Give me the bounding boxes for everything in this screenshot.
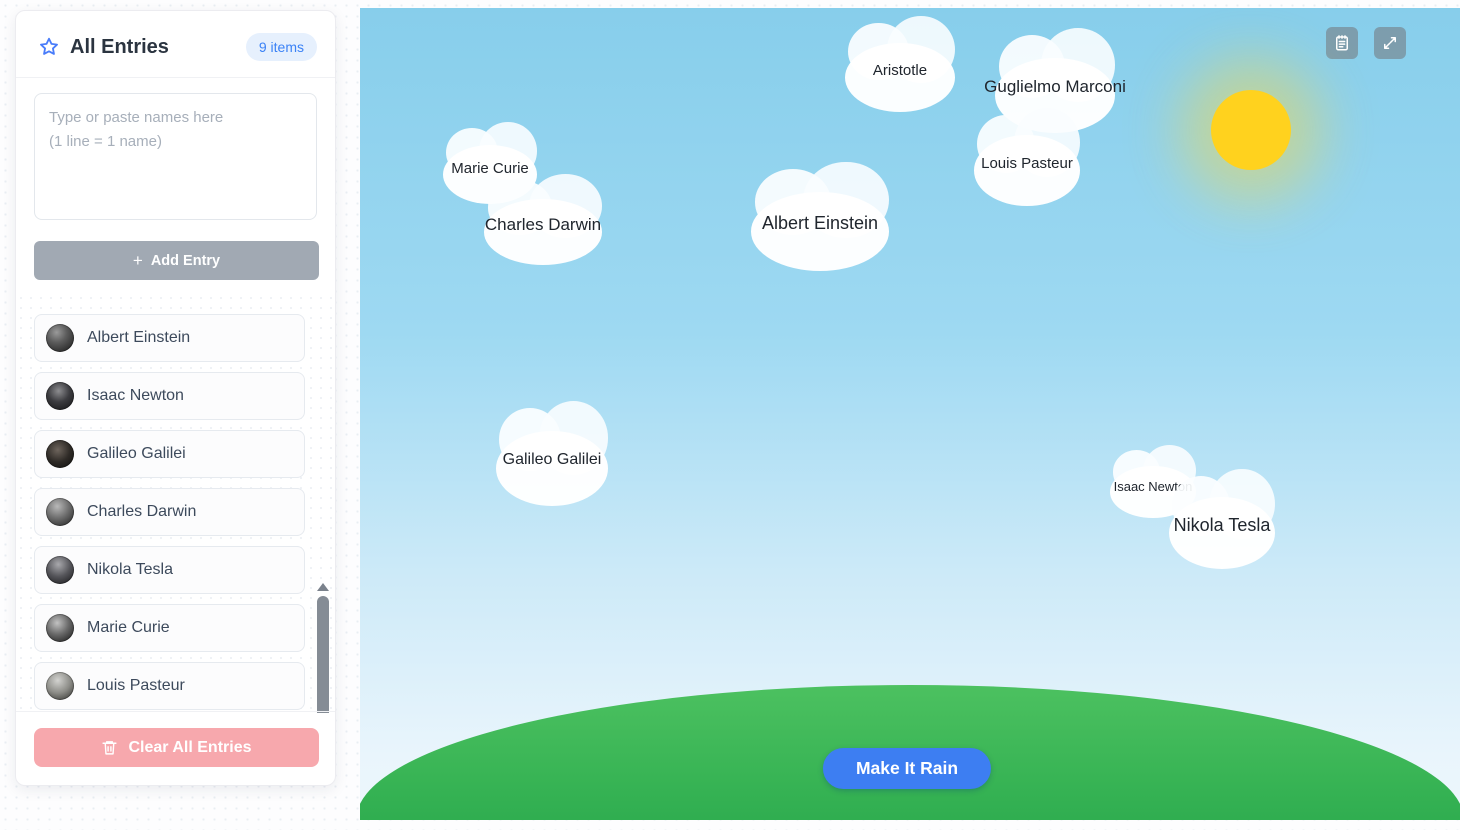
sky-scene: Make It Rain Aristotle Guglielmo Marconi… [360,8,1460,820]
cloud-name: Aristotle [872,61,928,79]
header-divider [16,77,335,78]
entry-name: Isaac Newton [87,387,184,404]
scene-toolbar [1326,27,1406,59]
cloud-puff [751,192,889,271]
clear-all-entries-button[interactable]: Clear All Entries [34,728,319,767]
entry-name: Albert Einstein [87,329,191,346]
expand-icon [1384,37,1396,49]
name-cloud[interactable]: Louis Pasteur [974,107,1080,206]
fullscreen-button[interactable] [1374,27,1406,59]
entry-name: Charles Darwin [87,503,197,520]
entry-avatar [46,440,74,468]
star-icon [38,36,60,58]
names-input[interactable] [34,93,317,220]
entry-avatar [46,556,74,584]
trash-icon [102,741,118,755]
cloud-name: Isaac Newton [1113,478,1193,494]
cloud-name: Marie Curie [451,159,529,177]
entry-name: Marie Curie [87,619,170,636]
name-cloud[interactable]: Albert Einstein [751,161,889,271]
entry-name: Louis Pasteur [87,677,185,694]
name-cloud[interactable]: Nikola Tesla [1169,468,1275,569]
name-cloud[interactable]: Marie Curie [443,121,537,204]
entry-name: Galileo Galilei [87,445,186,462]
entry-avatar [46,324,74,352]
entry-row[interactable]: Isaac Newton [34,372,305,420]
entry-row[interactable]: Charles Darwin [34,488,305,536]
entry-avatar [46,672,74,700]
entry-avatar [46,498,74,526]
entry-row[interactable]: Nikola Tesla [34,546,305,594]
entry-row[interactable]: Marie Curie [34,604,305,652]
cloud-name: Galileo Galilei [502,451,602,468]
entry-name: Nikola Tesla [87,561,173,578]
scrollbar-up-arrow-icon[interactable] [317,583,329,591]
cloud-puff [974,135,1080,206]
make-it-rain-button[interactable]: Make It Rain [822,748,992,789]
entries-list: Albert Einstein Isaac Newton Galileo Gal… [16,293,335,710]
entries-panel: All Entries 9 items + Add Entry Albert E… [15,10,336,786]
plus-icon: + [132,250,143,270]
entries-list-region: Albert Einstein Isaac Newton Galileo Gal… [16,293,335,713]
panel-header: All Entries 9 items [16,11,335,77]
clear-section: Clear All Entries [16,711,335,785]
cloud-puff [1169,496,1275,569]
entry-row[interactable]: Louis Pasteur [34,662,305,710]
items-count-badge: 9 items [245,33,317,61]
sun [1211,90,1291,170]
entry-row[interactable]: Galileo Galilei [34,430,305,478]
cloud-puff [845,43,955,112]
clear-all-label: Clear All Entries [128,738,252,756]
clipboard-button[interactable] [1326,27,1358,59]
cloud-name: Charles Darwin [484,215,602,234]
add-entry-button[interactable]: + Add Entry [34,241,319,280]
scrollbar-thumb[interactable] [317,596,329,713]
entry-avatar [46,614,74,642]
entry-avatar [46,382,74,410]
cloud-name: Nikola Tesla [1173,514,1271,535]
page-title: All Entries [70,35,169,58]
cloud-puff [484,199,602,265]
add-entry-label: Add Entry [150,252,221,269]
entry-row[interactable]: Albert Einstein [34,314,305,362]
cloud-name: Guglielmo Marconi [984,77,1126,96]
cloud-name: Louis Pasteur [981,154,1073,172]
name-cloud[interactable]: Charles Darwin [484,173,602,265]
name-cloud[interactable]: Galileo Galilei [496,401,608,506]
cloud-puff [496,430,608,506]
name-cloud[interactable]: Aristotle [845,16,955,112]
scrollbar [316,581,330,713]
clipboard-icon [1336,35,1348,51]
cloud-name: Albert Einstein [761,212,879,233]
